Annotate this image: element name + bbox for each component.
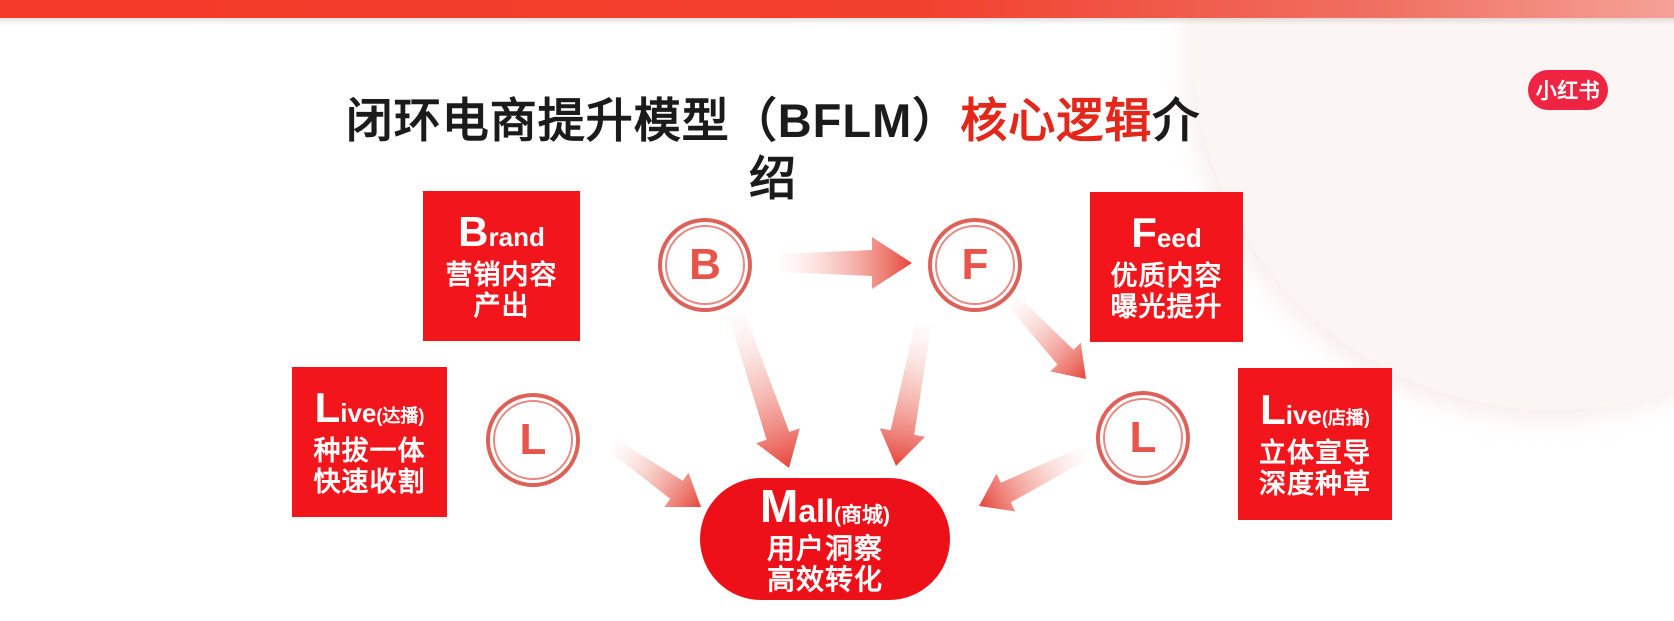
feed-rest: eed — [1156, 222, 1202, 253]
live-left-box-title: Live(达播) — [314, 383, 425, 431]
arrow-b-to-mall — [729, 313, 800, 468]
live-left-suffix: (达播) — [376, 405, 425, 426]
circle-f-letter: F — [961, 240, 989, 289]
mall-title: Mall(商城) — [760, 483, 890, 529]
feed-line-1: 优质内容 — [1110, 260, 1223, 291]
circle-b-letter: B — [689, 240, 721, 289]
corner-arc-decoration — [1194, 0, 1674, 410]
mall-rest: all — [798, 493, 834, 529]
live-left-box: Live(达播) 种拔一体 快速收割 — [292, 367, 447, 517]
live-right-box: Live(店播) 立体宣导 深度种草 — [1238, 368, 1392, 520]
node-circle-l-right: L — [1096, 391, 1190, 485]
live-right-box-title: Live(店播) — [1260, 385, 1370, 433]
mall-line-2: 高效转化 — [766, 564, 883, 595]
brand-line-2: 产出 — [473, 290, 530, 321]
brand-big-letter: B — [458, 207, 489, 255]
feed-line-2: 曝光提升 — [1110, 291, 1223, 322]
live-right-line-1: 立体宣导 — [1259, 437, 1371, 468]
top-red-bar — [0, 0, 1674, 18]
live-right-rest: ive — [1285, 399, 1322, 430]
slide-title-prefix: 闭环电商提升模型（BFLM） — [345, 94, 961, 147]
feed-box-title: Feed — [1131, 208, 1202, 256]
xiaohongshu-logo-text: 小红书 — [1535, 80, 1601, 103]
brand-box-title: Brand — [458, 207, 545, 255]
live-left-line-2: 快速收割 — [313, 466, 426, 497]
arrow-f-to-live-right — [1007, 296, 1086, 379]
mall-pill: Mall(商城) 用户洞察 高效转化 — [700, 478, 950, 600]
slide-title-suffix: 介绍 — [749, 94, 1201, 205]
live-right-suffix: (店播) — [1321, 407, 1370, 428]
live-left-rest: ive — [340, 397, 377, 428]
node-circle-l-left: L — [486, 393, 580, 487]
node-circle-b: B — [658, 218, 752, 312]
feed-box: Feed 优质内容 曝光提升 — [1090, 192, 1243, 342]
live-left-big-letter: L — [314, 383, 341, 431]
arrow-b-to-f — [780, 237, 912, 289]
arrow-live-left-to-mall — [610, 440, 701, 507]
feed-big-letter: F — [1131, 208, 1157, 256]
live-right-big-letter: L — [1260, 385, 1286, 433]
slide-title: 闭环电商提升模型（BFLM）核心逻辑介绍 — [338, 92, 1208, 208]
mall-big-letter: M — [760, 480, 799, 532]
xiaohongshu-logo: 小红书 — [1528, 70, 1608, 110]
circle-l-right-letter: L — [1129, 413, 1157, 462]
node-circle-f: F — [928, 218, 1022, 312]
mall-line-1: 用户洞察 — [766, 533, 883, 564]
top-bar-shadow — [0, 18, 1674, 25]
live-right-line-2: 深度种草 — [1259, 468, 1371, 499]
arrow-live-right-to-mall — [979, 447, 1087, 512]
slide-title-highlight: 核心逻辑 — [960, 94, 1153, 147]
arrow-f-to-mall — [879, 323, 931, 466]
circle-l-left-letter: L — [519, 415, 547, 464]
mall-suffix: (商城) — [833, 504, 890, 527]
brand-rest: rand — [488, 221, 545, 252]
brand-box: Brand 营销内容 产出 — [423, 191, 580, 341]
live-left-line-1: 种拔一体 — [313, 435, 426, 466]
brand-line-1: 营销内容 — [445, 259, 558, 290]
